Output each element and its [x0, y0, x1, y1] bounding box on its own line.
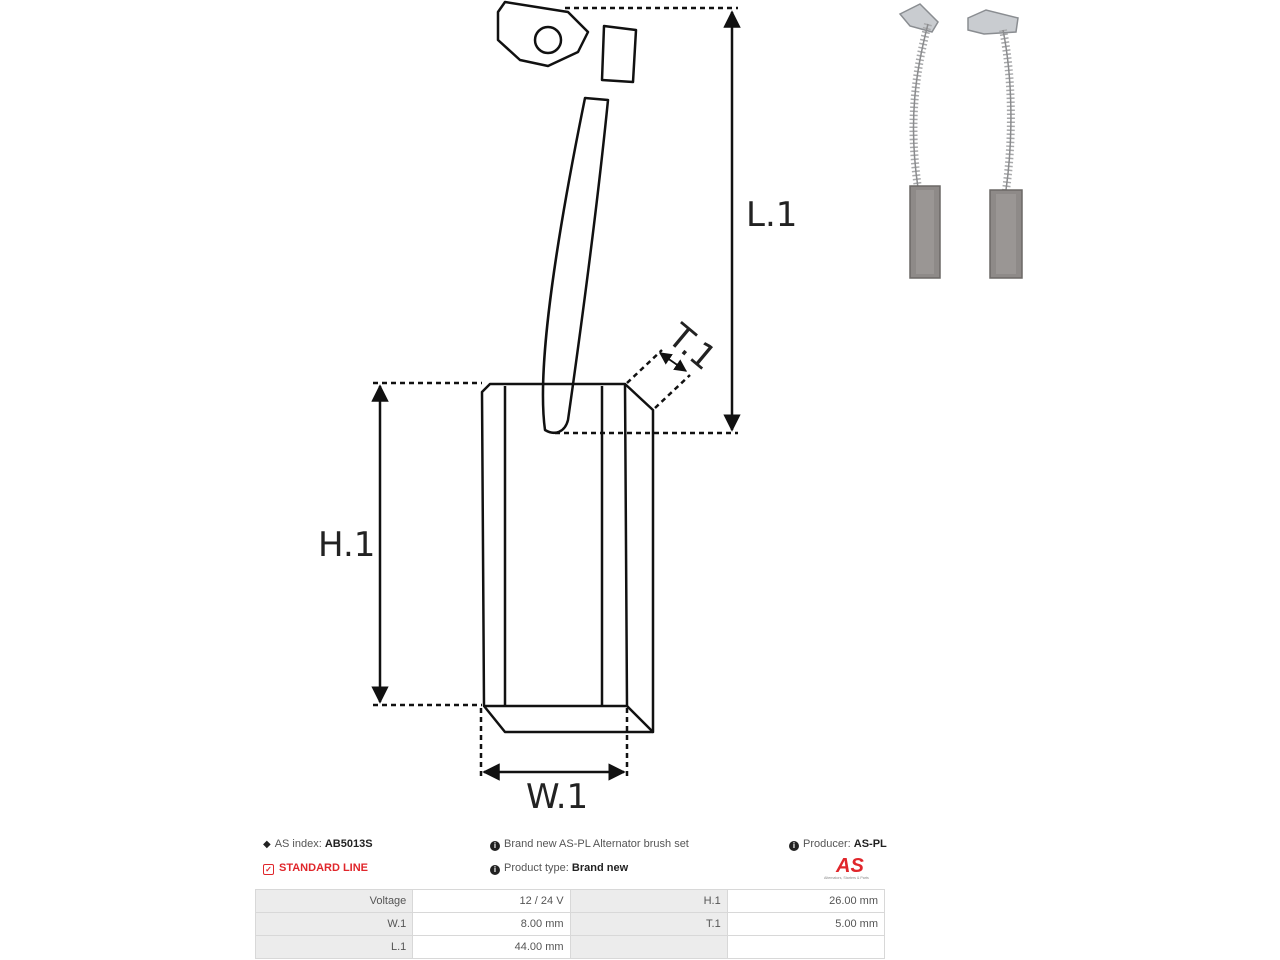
- product-type: i Product type: Brand new: [490, 862, 628, 875]
- brush-photo-left: [898, 3, 941, 279]
- brush-block-bottom: [483, 705, 653, 734]
- as-index-label: AS index:: [274, 838, 322, 850]
- table-row: W.1 8.00 mm T.1 5.00 mm: [254, 912, 886, 936]
- brush-lead: [541, 96, 610, 434]
- table-row: Voltage 12 / 24 V H.1 26.00 mm: [254, 889, 886, 913]
- brush-block-front: [480, 382, 629, 708]
- spec-value: 5.00 mm: [726, 912, 886, 936]
- spec-key: L.1: [254, 935, 414, 959]
- w1-label: W.1: [526, 777, 588, 817]
- spec-key: Voltage: [254, 889, 414, 913]
- tag-icon: ◆: [263, 839, 271, 850]
- brush-block-side: [624, 383, 655, 734]
- logo-mark: AS: [835, 855, 864, 877]
- product-photo: [898, 3, 1023, 279]
- spec-key: H.1: [569, 889, 728, 913]
- producer: i Producer: AS-PL: [789, 838, 887, 851]
- brush-technical-drawing: L.1 H.1 W.1 T.1: [318, 0, 797, 817]
- spec-value: [726, 935, 886, 959]
- info-icon: i: [789, 841, 799, 851]
- t1-label: T.1: [659, 316, 723, 379]
- product-type-value: Brand new: [571, 862, 629, 874]
- standard-line-badge: ✓ STANDARD LINE: [263, 862, 368, 875]
- t1-dimension-arrow: [658, 352, 688, 372]
- terminal-lug: [496, 0, 590, 68]
- spec-value: 12 / 24 V: [412, 889, 571, 913]
- description: i Brand new AS-PL Alternator brush set: [490, 838, 689, 851]
- lug-hole: [533, 25, 563, 55]
- lug-tab: [600, 24, 638, 84]
- t1-extension-a: [626, 349, 663, 384]
- logo-tagline: Alternators, Starters & Parts: [824, 876, 869, 880]
- table-row: L.1 44.00 mm: [254, 935, 886, 959]
- standard-line-text: STANDARD LINE: [279, 862, 369, 874]
- spec-value: 26.00 mm: [726, 889, 886, 913]
- h1-label: H.1: [318, 525, 375, 565]
- product-type-label: Product type:: [504, 862, 569, 874]
- l1-label: L.1: [746, 195, 797, 235]
- producer-label: Producer:: [803, 838, 851, 850]
- check-icon: ✓: [263, 864, 274, 875]
- description-text: Brand new AS-PL Alternator brush set: [504, 838, 689, 850]
- brush-photo-right: [967, 9, 1023, 279]
- spec-value: 44.00 mm: [412, 935, 571, 959]
- spec-value: 8.00 mm: [412, 912, 571, 936]
- info-icon: i: [490, 841, 500, 851]
- producer-value: AS-PL: [853, 838, 887, 850]
- specs-table: Voltage 12 / 24 V H.1 26.00 mm W.1 8.00 …: [254, 889, 886, 959]
- spec-key: [569, 935, 728, 959]
- as-index: ◆AS index: AB5013S: [263, 838, 373, 850]
- info-icon: i: [490, 865, 500, 875]
- t1-extension-b: [654, 374, 691, 409]
- as-pl-logo: AS Alternators, Starters & Parts: [824, 855, 869, 880]
- spec-key: T.1: [569, 912, 728, 936]
- as-index-value: AB5013S: [324, 838, 373, 850]
- spec-key: W.1: [254, 912, 414, 936]
